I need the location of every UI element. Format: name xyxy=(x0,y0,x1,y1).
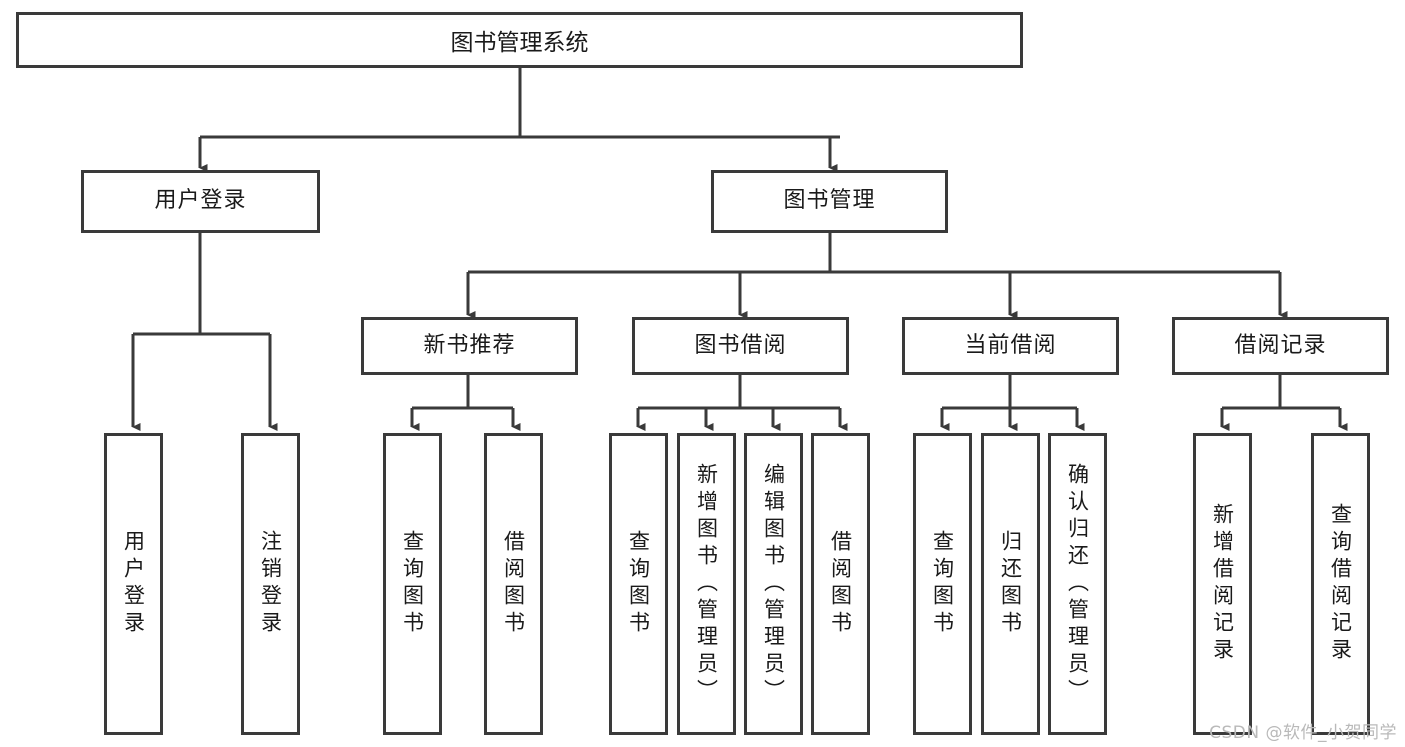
leaf-label: 借阅图书 xyxy=(828,530,853,638)
leaf-user-login-logout[interactable]: 注销登录 xyxy=(241,433,300,735)
leaf-book-borrow-add[interactable]: 新增图书（管理员） xyxy=(677,433,736,735)
leaf-label: 确认归还（管理员） xyxy=(1065,462,1090,706)
leaf-book-borrow-edit[interactable]: 编辑图书（管理员） xyxy=(744,433,803,735)
node-current-borrow[interactable]: 当前借阅 xyxy=(902,317,1119,375)
leaf-label: 注销登录 xyxy=(258,530,283,638)
node-current-borrow-label: 当前借阅 xyxy=(964,332,1057,358)
node-book-manage-label: 图书管理 xyxy=(783,188,876,214)
leaf-current-borrow-return[interactable]: 归还图书 xyxy=(981,433,1040,735)
leaf-borrow-record-add[interactable]: 新增借阅记录 xyxy=(1193,433,1252,735)
leaf-label: 查询图书 xyxy=(930,530,955,638)
leaf-label: 新增借阅记录 xyxy=(1210,503,1235,665)
node-user-login-label: 用户登录 xyxy=(154,188,247,214)
leaf-book-borrow-query[interactable]: 查询图书 xyxy=(609,433,668,735)
node-book-manage[interactable]: 图书管理 xyxy=(711,170,948,233)
leaf-current-borrow-confirm-return[interactable]: 确认归还（管理员） xyxy=(1048,433,1107,735)
node-book-borrow[interactable]: 图书借阅 xyxy=(632,317,849,375)
node-borrow-record-label: 借阅记录 xyxy=(1234,332,1327,358)
leaf-label: 借阅图书 xyxy=(501,530,526,638)
node-borrow-record[interactable]: 借阅记录 xyxy=(1172,317,1389,375)
leaf-user-login-login[interactable]: 用户登录 xyxy=(104,433,163,735)
leaf-label: 查询图书 xyxy=(400,530,425,638)
leaf-label: 查询图书 xyxy=(626,530,651,638)
leaf-borrow-record-query[interactable]: 查询借阅记录 xyxy=(1311,433,1370,735)
leaf-label: 查询借阅记录 xyxy=(1328,503,1353,665)
watermark-text: CSDN @软件_小贺同学 xyxy=(1209,723,1397,743)
leaf-label: 归还图书 xyxy=(998,530,1023,638)
leaf-label: 新增图书（管理员） xyxy=(694,462,719,706)
node-book-borrow-label: 图书借阅 xyxy=(694,332,787,358)
leaf-label: 编辑图书（管理员） xyxy=(761,462,786,706)
node-root-label: 图书管理系统 xyxy=(450,30,589,56)
leaf-new-book-query[interactable]: 查询图书 xyxy=(383,433,442,735)
leaf-label: 用户登录 xyxy=(121,530,146,638)
node-root-system[interactable]: 图书管理系统 xyxy=(16,12,1023,68)
leaf-current-borrow-query[interactable]: 查询图书 xyxy=(913,433,972,735)
leaf-new-book-borrow[interactable]: 借阅图书 xyxy=(484,433,543,735)
node-user-login[interactable]: 用户登录 xyxy=(81,170,320,233)
leaf-book-borrow-borrow[interactable]: 借阅图书 xyxy=(811,433,870,735)
node-new-book-recommend-label: 新书推荐 xyxy=(423,332,516,358)
node-new-book-recommend[interactable]: 新书推荐 xyxy=(361,317,578,375)
